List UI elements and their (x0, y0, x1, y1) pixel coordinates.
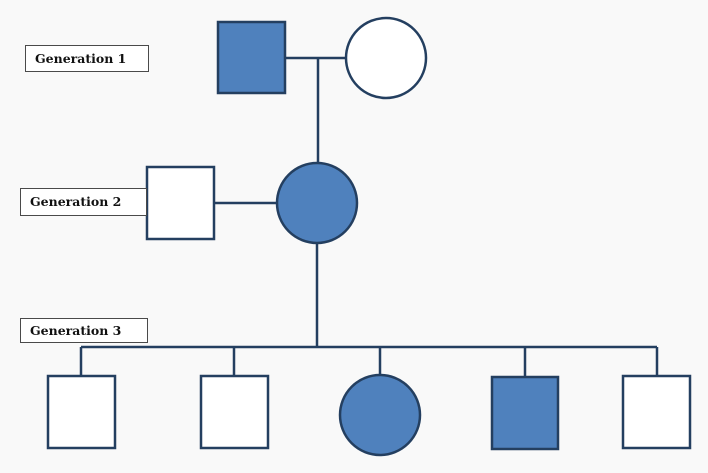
generation-1-label: Generation 1 (25, 45, 149, 72)
gen3-individual-5 (621, 374, 692, 450)
connector-lines (79, 56, 659, 376)
gen2-male-square (145, 165, 216, 241)
generation-3-label: Generation 3 (20, 318, 148, 343)
gen3-individual-4 (490, 375, 560, 451)
gen1-female-circle (344, 16, 428, 100)
gen1-male-square (216, 20, 287, 95)
gen3-individual-3 (338, 373, 422, 457)
gen3-individual-1 (46, 374, 117, 450)
individual-symbols (46, 16, 692, 457)
gen2-female-circle (275, 161, 359, 245)
gen3-individual-2 (199, 374, 270, 450)
generation-2-label: Generation 2 (20, 188, 147, 216)
